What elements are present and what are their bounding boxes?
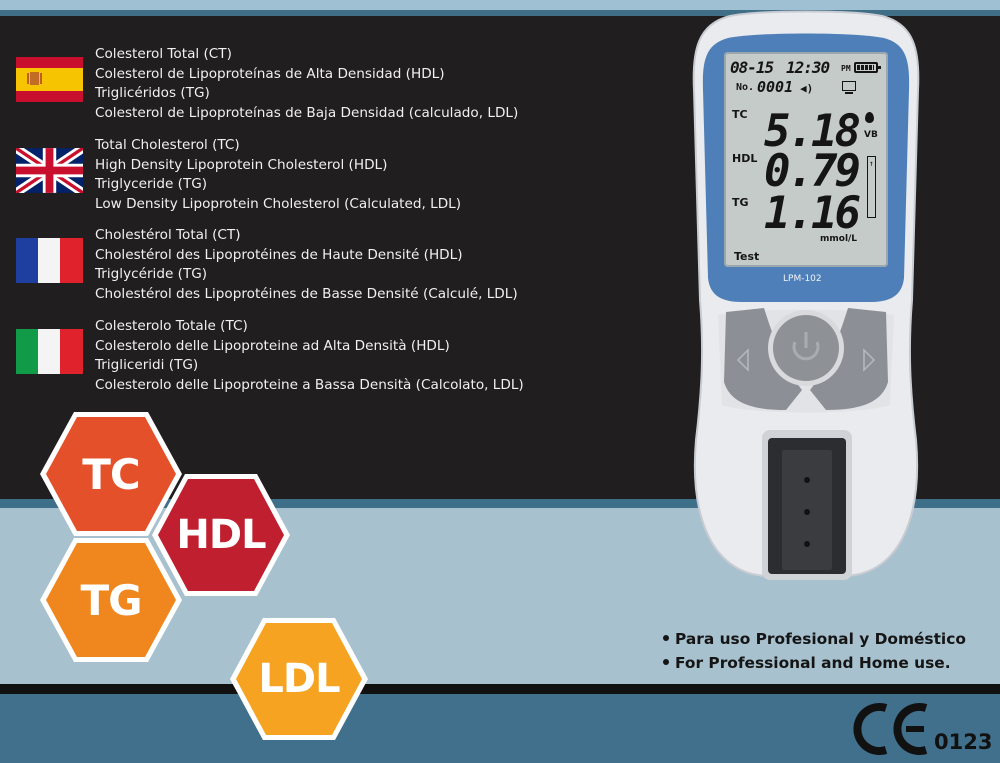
bullet-dot-icon: [663, 634, 669, 641]
hexagon-label: TC: [82, 449, 140, 499]
spain-flag-icon: [16, 57, 83, 102]
screen-time: 12:30: [786, 58, 830, 77]
bottom-band: [0, 694, 1000, 763]
term-triglycerides: Triglycéride (TG): [95, 266, 208, 283]
screen-row-value-hdl: 0.79: [764, 146, 861, 197]
hexagon-ldl: LDL: [228, 616, 370, 742]
black-divider: [0, 684, 1000, 694]
screen-vb: VB: [864, 130, 878, 140]
screen-row-label-tg: TG: [732, 196, 749, 209]
bullet-text: For Professional and Home use.: [675, 654, 951, 672]
language-lines: Cholestérol Total (CT) Cholestérol des L…: [95, 226, 518, 304]
language-lines: Colesterolo Totale (TC) Colesterolo dell…: [95, 317, 524, 395]
blue-divider: [0, 499, 1000, 508]
term-triglycerides: Triglicéridos (TG): [95, 85, 210, 102]
term-ldl: Cholestérol des Lipoprotéines de Basse D…: [95, 285, 518, 302]
screen-mode: Test: [734, 250, 760, 263]
hexagon-tc: TC: [38, 410, 184, 538]
bullet-dot-icon: [663, 658, 669, 665]
term-total-cholesterol: Colesterol Total (CT): [95, 46, 232, 62]
france-flag-icon: [16, 238, 83, 283]
lcd-screen: 08-15 12:30 PM No. 0001 ◀) TC 5.18 VB HD…: [724, 52, 888, 267]
term-total-cholesterol: Total Cholesterol (TC): [95, 137, 240, 153]
screen-unit: mmol/L: [820, 234, 858, 244]
screen-no-label: No.: [736, 82, 755, 93]
notified-body-number: 0123: [934, 730, 993, 754]
uk-flag-icon: [16, 148, 83, 193]
term-hdl: Cholestérol des Lipoprotéines de Haute D…: [95, 246, 463, 263]
device-model-label: LPM-102: [783, 274, 822, 284]
screen-row-label-tc: TC: [732, 108, 748, 121]
bullet-spanish: Para uso Profesional y Doméstico: [663, 627, 966, 651]
language-lines: Colesterol Total (CT) Colesterol de Lipo…: [95, 45, 518, 123]
term-hdl: Colesterol de Lipoproteínas de Alta Dens…: [95, 65, 445, 82]
term-ldl: Colesterolo delle Lipoproteine a Bassa D…: [95, 376, 524, 393]
screen-row-value-tc: 5.18: [764, 106, 861, 157]
screen-ampm: PM: [841, 64, 851, 73]
hexagon-label: TG: [80, 575, 142, 625]
battery-icon: [854, 62, 881, 73]
screen-record-number: 0001: [757, 78, 794, 96]
speaker-icon: ◀): [800, 82, 814, 95]
bullet-text: Para uso Profesional y Doméstico: [675, 630, 966, 648]
usage-bullets: Para uso Profesional y Doméstico For Pro…: [663, 627, 966, 675]
computer-icon: [842, 81, 856, 94]
term-triglycerides: Trigliceridi (TG): [95, 357, 199, 374]
top-accent-band: [0, 0, 1000, 10]
term-triglycerides: Triglyceride (TG): [95, 176, 208, 193]
italy-flag-icon: [16, 329, 83, 374]
screen-row-label-hdl: HDL: [732, 152, 758, 165]
screen-row-value-tg: 1.16: [764, 188, 861, 239]
language-lines: Total Cholesterol (TC) High Density Lipo…: [95, 136, 461, 214]
hexagon-hdl: HDL: [150, 472, 292, 598]
term-hdl: Colesterolo delle Lipoproteine ad Alta D…: [95, 337, 450, 354]
bullet-english: For Professional and Home use.: [663, 651, 966, 675]
gauge-icon: ↑: [867, 156, 876, 218]
term-ldl: Low Density Lipoprotein Cholesterol (Cal…: [95, 195, 462, 212]
ce-mark: 0123: [852, 700, 992, 758]
term-ldl: Colesterol de Lipoproteínas de Baja Dens…: [95, 104, 519, 121]
hexagon-tg: TG: [38, 536, 184, 664]
screen-date: 08-15: [730, 58, 774, 77]
ce-logo-icon: [853, 703, 928, 755]
hexagon-label: LDL: [258, 656, 340, 702]
term-total-cholesterol: Cholestérol Total (CT): [95, 227, 241, 243]
top-dark-band: [0, 10, 1000, 16]
hexagon-label: HDL: [176, 512, 266, 558]
term-hdl: High Density Lipoprotein Cholesterol (HD…: [95, 156, 388, 173]
term-total-cholesterol: Colesterolo Totale (TC): [95, 318, 248, 334]
drop-icon: [865, 112, 874, 123]
